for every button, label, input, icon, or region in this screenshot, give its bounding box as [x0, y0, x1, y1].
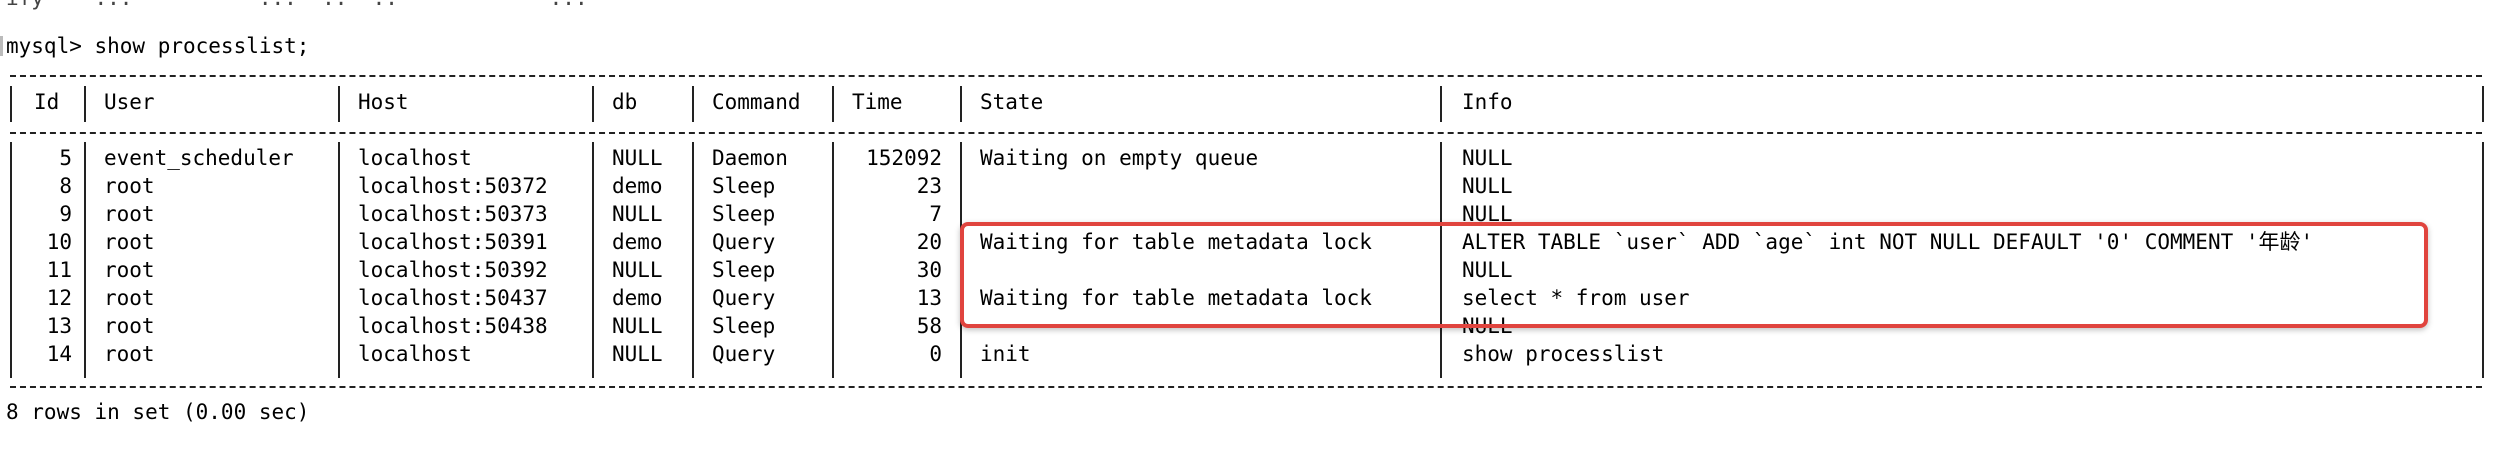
column-header-host: Host [358, 90, 409, 114]
cell-host: localhost:50391 [358, 230, 548, 254]
col-sep-0-body [10, 142, 12, 378]
cell-db: NULL [612, 202, 663, 226]
column-header-command: Command [712, 90, 801, 114]
cell-user: root [104, 342, 155, 366]
col-sep-8-body [2482, 142, 2484, 378]
cell-user: root [104, 258, 155, 282]
table-header-separator [10, 132, 2482, 134]
cell-time: 0 [929, 342, 942, 366]
col-sep-7-body [1440, 142, 1442, 378]
col-sep-4-body [692, 142, 694, 378]
cell-host: localhost [358, 342, 472, 366]
metadata-lock-highlight-box [960, 222, 2428, 328]
clipped-previous-output: ify ... ... .. .. ... [6, 0, 588, 12]
cell-host: localhost:50437 [358, 286, 548, 310]
cell-db: demo [612, 286, 663, 310]
cell-state: Waiting for table metadata lock [980, 230, 1372, 254]
cell-time: 23 [916, 174, 942, 198]
cell-db: NULL [612, 258, 663, 282]
column-header-user: User [104, 90, 155, 114]
cell-info: NULL [1462, 258, 1513, 282]
table-border-top [10, 75, 2482, 77]
cell-db: demo [612, 174, 663, 198]
cell-host: localhost:50392 [358, 258, 548, 282]
cell-db: NULL [612, 314, 663, 338]
cell-id: 10 [46, 230, 72, 254]
cell-info: select * from user [1462, 286, 1690, 310]
cell-host: localhost [358, 146, 472, 170]
cell-id: 12 [46, 286, 72, 310]
cell-state: Waiting for table metadata lock [980, 286, 1372, 310]
mysql-prompt-command: mysql> show processlist; [6, 34, 310, 58]
cell-info: NULL [1462, 146, 1513, 170]
cell-user: event_scheduler [104, 146, 294, 170]
cell-state: Waiting on empty queue [980, 146, 1259, 170]
col-sep-5-body [832, 142, 834, 378]
cell-time: 58 [916, 314, 942, 338]
col-sep-0-header [10, 86, 12, 122]
column-header-db: db [612, 90, 638, 114]
col-sep-6-header [960, 86, 962, 122]
cell-id: 11 [46, 258, 72, 282]
col-sep-8-header [2482, 86, 2484, 122]
cell-host: localhost:50372 [358, 174, 548, 198]
cell-id: 8 [59, 174, 72, 198]
column-header-info: Info [1462, 90, 1513, 114]
cell-id: 13 [46, 314, 72, 338]
col-sep-1-body [84, 142, 86, 378]
col-sep-7-header [1440, 86, 1442, 122]
col-sep-3-body [592, 142, 594, 378]
cell-user: root [104, 314, 155, 338]
cell-command: Daemon [712, 146, 788, 170]
cell-host: localhost:50373 [358, 202, 548, 226]
cell-time: 20 [916, 230, 942, 254]
col-sep-1-header [84, 86, 86, 122]
cell-host: localhost:50438 [358, 314, 548, 338]
cell-user: root [104, 230, 155, 254]
cell-info: show processlist [1462, 342, 1665, 366]
cell-db: demo [612, 230, 663, 254]
table-border-bottom [10, 386, 2482, 388]
cell-info: NULL [1462, 174, 1513, 198]
column-header-time: Time [852, 90, 903, 114]
col-sep-2-header [338, 86, 340, 122]
cell-time: 13 [916, 286, 942, 310]
cell-command: Query [712, 286, 776, 310]
column-header-state: State [980, 90, 1044, 114]
cell-time: 30 [916, 258, 942, 282]
line-marker [0, 36, 3, 56]
cell-user: root [104, 286, 155, 310]
cell-command: Sleep [712, 202, 776, 226]
cell-id: 14 [46, 342, 72, 366]
cell-db: NULL [612, 146, 663, 170]
column-header-id: Id [34, 90, 60, 114]
col-sep-4-header [692, 86, 694, 122]
cell-command: Sleep [712, 174, 776, 198]
cell-command: Sleep [712, 314, 776, 338]
cell-id: 9 [59, 202, 72, 226]
col-sep-3-header [592, 86, 594, 122]
col-sep-5-header [832, 86, 834, 122]
col-sep-2-body [338, 142, 340, 378]
cell-command: Sleep [712, 258, 776, 282]
cell-command: Query [712, 342, 776, 366]
rows-in-set-summary: 8 rows in set (0.00 sec) [6, 400, 310, 424]
cell-time: 152092 [866, 146, 942, 170]
cell-time: 7 [929, 202, 942, 226]
cell-db: NULL [612, 342, 663, 366]
cell-id: 5 [59, 146, 72, 170]
cell-state: init [980, 342, 1031, 366]
cell-user: root [104, 202, 155, 226]
cell-command: Query [712, 230, 776, 254]
cell-user: root [104, 174, 155, 198]
cell-info: ALTER TABLE `user` ADD `age` int NOT NUL… [1462, 230, 2314, 254]
